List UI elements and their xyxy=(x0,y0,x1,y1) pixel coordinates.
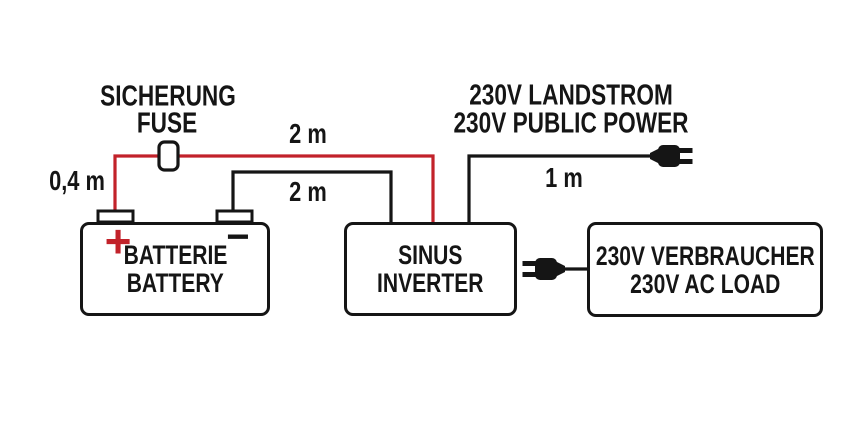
fuse-icon xyxy=(157,140,180,172)
shore-power-label-en: 230V PUBLIC POWER xyxy=(453,107,689,140)
negative-wire xyxy=(231,170,393,226)
battery-label-de: BATTERIE xyxy=(123,240,227,270)
cable-length-shore: 1 m xyxy=(545,162,583,193)
positive-wire xyxy=(113,154,435,226)
battery-label-en: BATTERY xyxy=(126,268,224,298)
cable-length-battery-positive: 0,4 m xyxy=(49,165,105,196)
battery-plus-symbol: + xyxy=(104,215,132,268)
ac-load-label-de: 230V VERBRAUCHER xyxy=(595,240,815,271)
inverter-box: SINUS INVERTER xyxy=(344,222,517,316)
battery-box: + − BATTERIE BATTERY xyxy=(80,217,270,316)
shore-plug-icon xyxy=(650,145,693,167)
battery-minus-symbol: − xyxy=(226,215,250,260)
ac-load-label-en: 230V AC LOAD xyxy=(629,268,781,299)
ac-load-box: 230V VERBRAUCHER 230V AC LOAD xyxy=(587,222,823,317)
load-plug-icon xyxy=(522,258,565,280)
inverter-label-line2: INVERTER xyxy=(377,268,484,298)
cable-length-red: 2 m xyxy=(289,118,327,149)
cable-length-black: 2 m xyxy=(289,176,327,207)
shore-power-label-de: 230V LANDSTROM xyxy=(469,79,673,112)
shore-power-wire xyxy=(467,154,653,226)
inverter-label-line1: SINUS xyxy=(398,240,463,270)
fuse-label-en: FUSE xyxy=(136,107,198,140)
fuse-label-de: SICHERUNG xyxy=(100,80,236,113)
